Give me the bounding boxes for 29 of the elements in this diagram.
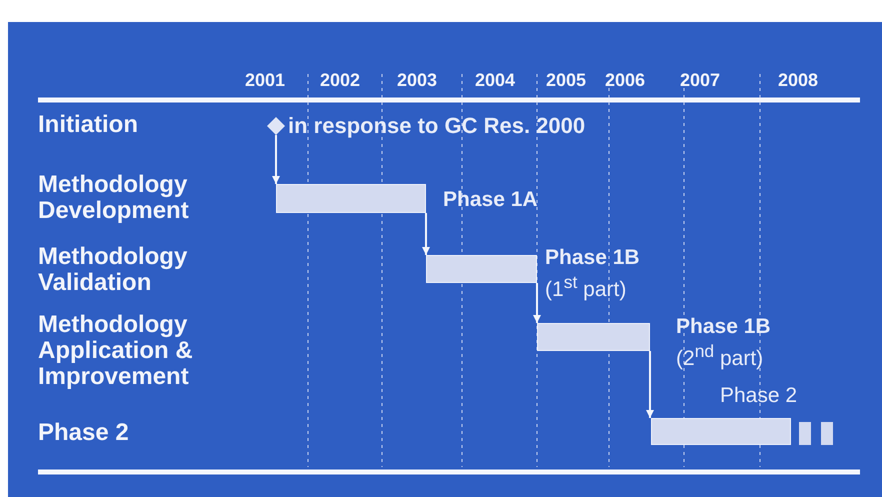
year-label: 2001 [244, 70, 286, 91]
year-label: 2005 [546, 70, 586, 91]
arrow [422, 213, 430, 255]
phase-label: Phase 1B [545, 246, 640, 270]
milestone-diamond [267, 117, 285, 135]
arrow [533, 283, 541, 323]
row-label: Methodology Validation [38, 244, 188, 296]
gantt-bar [426, 255, 537, 283]
phase-note: (2$^{nd}$ part) [676, 340, 764, 371]
arrow [646, 351, 654, 418]
row-label: Phase 2 [38, 420, 130, 446]
phase-note: (1$^{st}$ part) [545, 271, 626, 302]
year-label: 2006 [604, 70, 646, 91]
year-label: 2008 [778, 70, 818, 91]
gantt-bar [537, 323, 650, 351]
gantt-bar [651, 418, 791, 445]
phase-label: Phase 1A [443, 188, 538, 212]
phase-label: Phase 1B [676, 315, 771, 339]
row-label: Methodology Application & Improvement [38, 312, 194, 390]
year-label: 2007 [680, 70, 720, 91]
year-label: 2003 [396, 70, 438, 91]
row-label: Initiation [38, 112, 139, 138]
row-label: Methodology Development [38, 172, 190, 224]
phase-label: in response to GC Res. 2000 [288, 114, 586, 138]
year-label: 2004 [474, 70, 516, 91]
gantt-bar [276, 184, 426, 213]
arrow [272, 135, 280, 184]
year-label: 2002 [320, 70, 360, 91]
phase-label: Phase 2 [720, 384, 798, 408]
